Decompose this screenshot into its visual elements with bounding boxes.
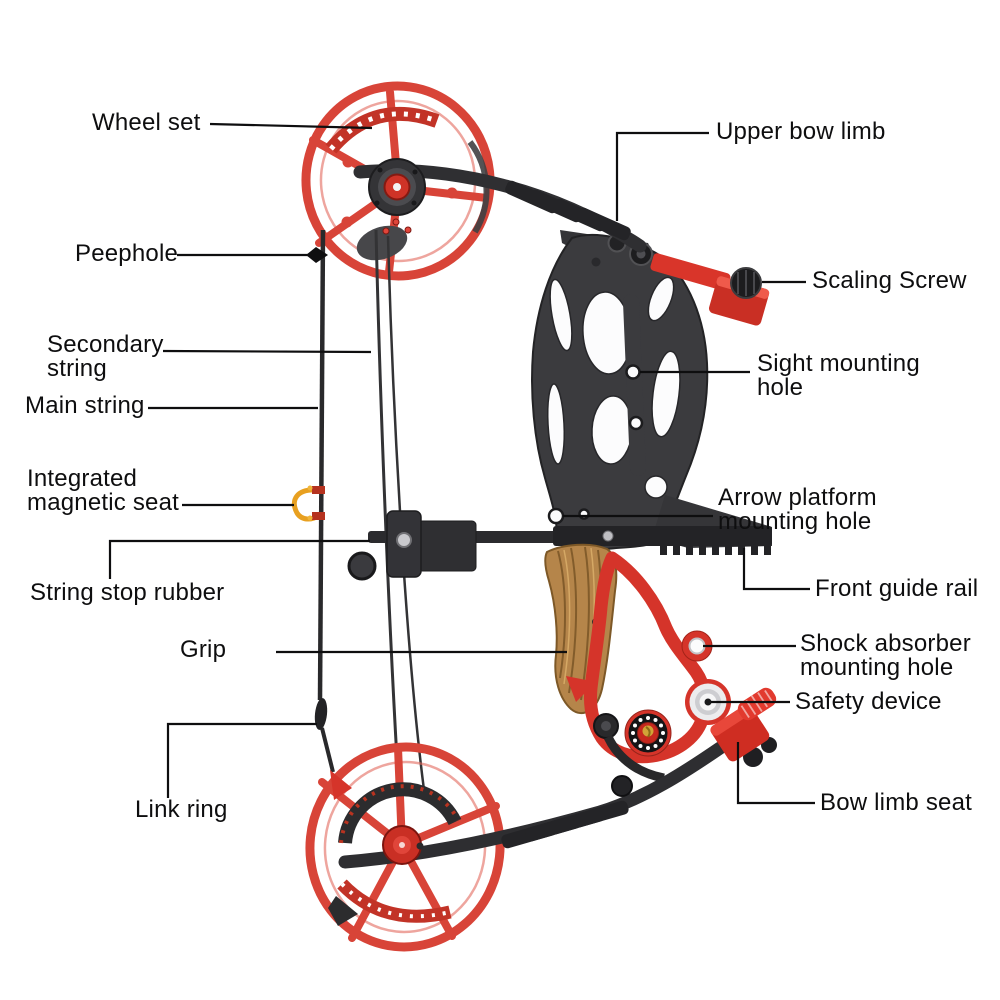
limb-dampeners-upper <box>505 180 631 241</box>
top-cam-wheel <box>301 81 495 281</box>
secondary-string <box>374 229 399 761</box>
label-wheel-set: Wheel set <box>92 111 201 135</box>
compound-bow-illustration <box>291 81 777 952</box>
limb-dampeners-lower <box>501 800 629 849</box>
label-text-line: Upper bow limb <box>716 118 886 145</box>
label-scaling-screw: Scaling Screw <box>812 269 967 293</box>
label-text-line: String stop rubber <box>30 579 225 606</box>
safety-device <box>685 679 731 725</box>
label-text-line: Main string <box>25 392 145 419</box>
callout-link-ring <box>166 722 317 798</box>
bow-limb-seat <box>710 687 777 767</box>
brand-medallion <box>624 709 672 757</box>
callout-upper-bow-limb <box>615 131 709 221</box>
label-bow-limb-seat: Bow limb seat <box>820 791 972 815</box>
front-guide-rail <box>347 510 772 581</box>
label-upper-bow-limb: Upper bow limb <box>716 120 886 144</box>
label-link-ring: Link ring <box>135 798 228 822</box>
label-text-line: Scaling Screw <box>812 267 967 294</box>
label-text-line: mounting hole <box>718 508 872 535</box>
label-text-line: Safety device <box>795 688 942 715</box>
label-text-line: Peephole <box>75 240 179 267</box>
label-text-line: Link ring <box>135 796 228 823</box>
link-ring-knot <box>314 698 328 730</box>
callout-bow-limb-seat <box>736 742 815 805</box>
callout-front-guide-rail <box>742 548 810 591</box>
label-peephole: Peephole <box>75 242 178 266</box>
label-text-line: Arrow platform <box>718 484 877 511</box>
label-front-guide-rail: Front guide rail <box>815 577 978 601</box>
string-stop-rubber-tip <box>347 551 377 581</box>
arrow-platform-mounting-hole <box>547 507 565 525</box>
label-text-line: mounting hole <box>800 654 954 681</box>
sight-mounting-hole <box>625 364 641 380</box>
label-text-line: Grip <box>180 636 227 663</box>
callout-wheel-set <box>209 122 373 130</box>
label-text-line: hole <box>757 374 804 401</box>
callout-lines <box>108 122 815 805</box>
label-string-stop-rubber: String stop rubber <box>30 581 224 605</box>
label-text-line: Sight mounting <box>757 350 920 377</box>
label-text-line: Front guide rail <box>815 575 979 602</box>
callout-secondary-string <box>162 349 372 354</box>
callout-string-stop-rubber <box>108 539 370 579</box>
peephole-bead <box>306 247 328 263</box>
d-loop-ring <box>291 485 325 522</box>
main-string <box>317 229 326 701</box>
label-text-line: Wheel set <box>92 109 201 136</box>
strings-and-cables <box>291 229 426 791</box>
label-text-line: Bow limb seat <box>820 789 972 816</box>
label-text-line: Integrated <box>27 465 138 492</box>
bottom-wheel-hub <box>382 825 424 865</box>
top-wheel-hub <box>368 158 426 235</box>
label-safety-device: Safety device <box>795 690 942 714</box>
label-text-line: string <box>47 355 107 382</box>
label-text-line: magnetic seat <box>27 489 180 516</box>
label-grip: Grip <box>180 638 226 662</box>
scaling-screw-assembly <box>650 253 770 326</box>
lower-riser-frame <box>566 551 731 783</box>
shock-absorber-mounting-hole <box>688 637 706 655</box>
label-text-line: Secondary <box>47 331 164 358</box>
label-text-line: Shock absorber <box>800 630 971 657</box>
label-main-string: Main string <box>25 394 145 418</box>
